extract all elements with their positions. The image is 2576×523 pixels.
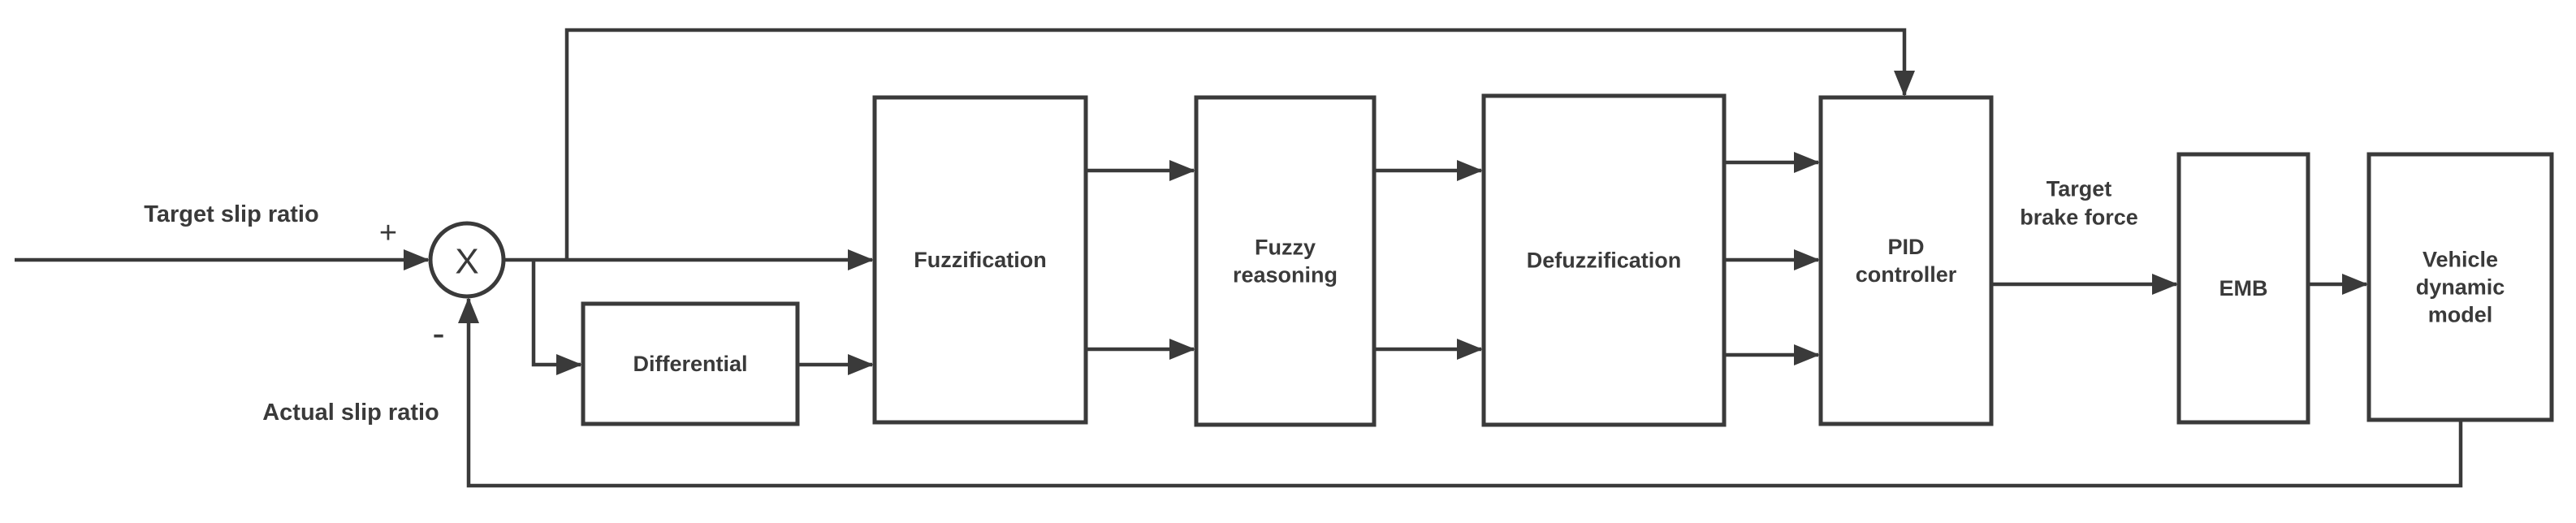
defuzzification-label: Defuzzification	[1527, 249, 1682, 273]
vehicle-dynamic-model-label-line-0: Vehicle	[2423, 248, 2498, 272]
plus-sign-line-0: +	[379, 216, 397, 250]
summing-junction-symbol: X	[455, 242, 478, 282]
plus-sign: +	[379, 216, 397, 250]
fuzzy-reasoning-label: Fuzzy reasoning	[1233, 236, 1338, 287]
label-actual-slip-ratio: Actual slip ratio	[262, 400, 439, 426]
fuzzy-reasoning-label-line-0: Fuzzy	[1255, 236, 1316, 260]
edge-error-feedforward-to-pid-top	[564, 28, 1915, 260]
block-differential: Differential	[581, 301, 800, 426]
blocks-layer: Differential Fuzzification Fuzzy reasoning D…	[581, 93, 2554, 427]
defuzzification-label-line-0: Defuzzification	[1527, 249, 1682, 273]
fuzzy-reasoning-box	[1194, 95, 1377, 427]
label-target-slip-ratio: Target slip ratio	[144, 201, 318, 227]
block-fuzzification: Fuzzification	[872, 95, 1088, 425]
differential-box	[581, 301, 800, 426]
emb-box	[2176, 152, 2310, 425]
emb-label-line-0: EMB	[2219, 276, 2268, 300]
vehicle-dynamic-model-label-line-2: model	[2428, 303, 2493, 327]
pid-controller-label-line-1: controller	[1856, 262, 1957, 287]
vehicle-dynamic-model-label-line-1: dynamic	[2416, 275, 2505, 300]
vehicle-dynamic-model-label: Vehicle dynamic model	[2416, 248, 2505, 327]
differential-label: Differential	[633, 352, 747, 376]
block-emb: EMB	[2176, 152, 2310, 425]
label-target-brake-force-line-1: brake force	[2020, 205, 2138, 230]
pid-controller-label: PID controller	[1856, 235, 1957, 287]
emb-label: EMB	[2219, 276, 2268, 300]
block-defuzzification: Defuzzification	[1481, 93, 1727, 427]
minus-sign: -	[432, 312, 444, 354]
edge-branch-to-differential	[531, 260, 582, 375]
minus-sign-line-0: -	[432, 312, 444, 354]
fuzzification-label-line-0: Fuzzification	[914, 248, 1047, 272]
block-pid-controller: PID controller	[1818, 95, 1994, 426]
label-target-brake-force: Target brake force	[2020, 177, 2138, 230]
fuzzification-box	[872, 95, 1088, 425]
block-vehicle-dynamic-model: Vehicle dynamic model	[2366, 152, 2554, 422]
pid-controller-box	[1818, 95, 1994, 426]
edge-actual-slip-feedback	[458, 297, 2463, 488]
label-actual-slip-ratio-line-0: Actual slip ratio	[262, 400, 439, 426]
vehicle-dynamic-model-box	[2366, 152, 2554, 422]
label-target-brake-force-line-0: Target	[2047, 177, 2112, 201]
summing-junction-symbol-line-0: X	[455, 242, 478, 282]
differential-label-line-0: Differential	[633, 352, 747, 376]
defuzzification-box	[1481, 93, 1727, 427]
summing-junction-layer: X + -	[379, 216, 506, 354]
fuzzy-reasoning-label-line-1: reasoning	[1233, 263, 1338, 287]
summing-junction-circle	[428, 221, 506, 299]
edges-layer	[15, 28, 2463, 488]
block-fuzzy-reasoning: Fuzzy reasoning	[1194, 95, 1377, 427]
fuzzification-label: Fuzzification	[914, 248, 1047, 272]
pid-controller-label-line-0: PID	[1887, 235, 1924, 259]
label-target-slip-ratio-line-0: Target slip ratio	[144, 201, 318, 227]
